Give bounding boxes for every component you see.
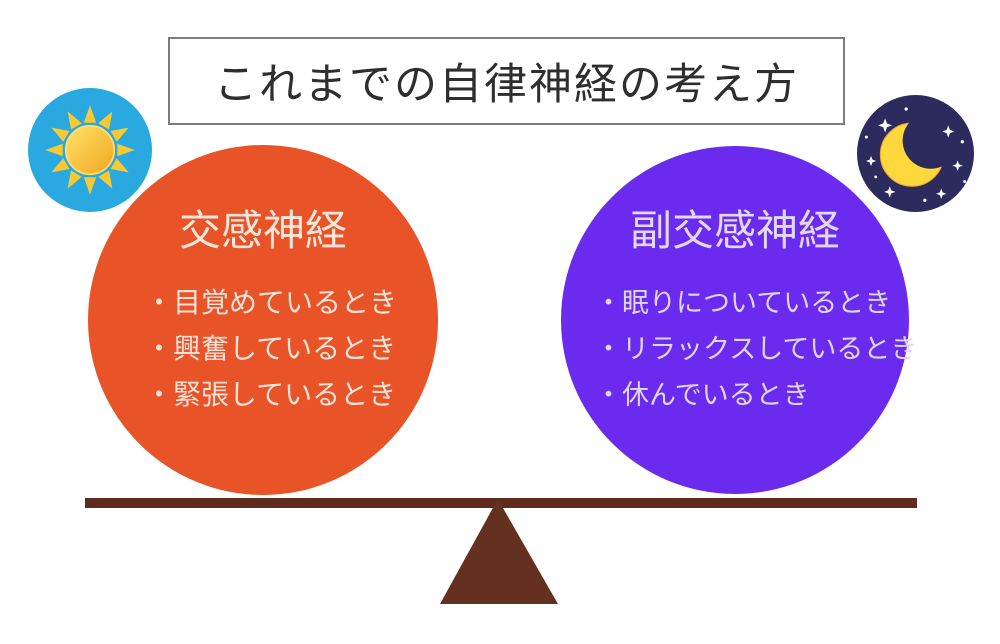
sun-icon bbox=[28, 88, 152, 212]
balance-beam bbox=[85, 498, 917, 508]
list-item: ・眠りについているとき bbox=[595, 288, 892, 318]
moon-icon-graphic bbox=[864, 107, 967, 202]
parasympathetic-heading: 副交感神経 bbox=[629, 207, 840, 254]
list-item: ・興奮しているとき bbox=[145, 333, 397, 364]
sympathetic-heading: 交感神経 bbox=[178, 207, 347, 254]
moon-icon bbox=[857, 95, 974, 212]
page-title: これまでの自律神経の考え方 bbox=[214, 61, 799, 109]
sympathetic-circle: 交感神経 ・目覚めているとき ・興奮しているとき ・緊張しているとき bbox=[88, 145, 438, 495]
sympathetic-bullet-list: ・目覚めているとき ・興奮しているとき ・緊張しているとき bbox=[145, 280, 397, 418]
title-box: これまでの自律神経の考え方 bbox=[168, 37, 845, 125]
parasympathetic-bullet-list: ・眠りについているとき ・リラックスしているとき ・休んでいるとき bbox=[595, 280, 917, 418]
list-item: ・リラックスしているとき bbox=[595, 334, 918, 364]
sun-icon-graphic bbox=[45, 105, 135, 195]
balance-fulcrum bbox=[440, 499, 558, 604]
list-item: ・緊張しているとき bbox=[145, 379, 397, 410]
list-item: ・目覚めているとき bbox=[145, 287, 398, 318]
parasympathetic-circle: 副交感神経 ・眠りについているとき ・リラックスしているとき ・休んでいるとき bbox=[561, 146, 917, 494]
list-item: ・休んでいるとき bbox=[595, 380, 810, 410]
